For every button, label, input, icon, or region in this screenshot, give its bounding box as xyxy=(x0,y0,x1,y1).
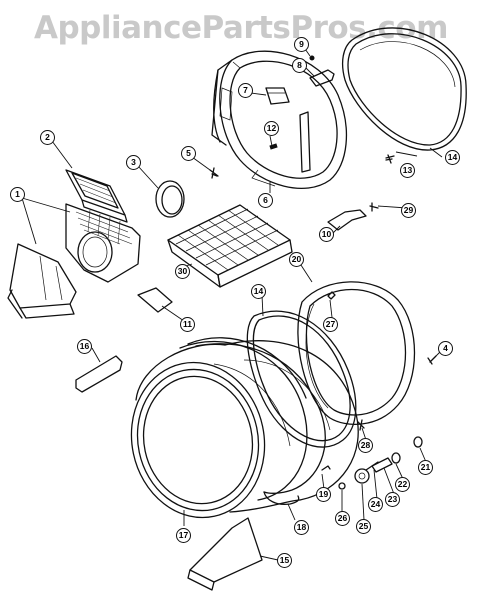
callout-27: 27 xyxy=(323,317,338,332)
part-7-bracket xyxy=(265,87,290,105)
callout-20: 20 xyxy=(289,252,304,267)
part-28-clip xyxy=(357,419,365,431)
callout-3: 3 xyxy=(126,155,141,170)
part-3-duct-ring xyxy=(155,180,185,218)
callout-14-top: 14 xyxy=(445,150,460,165)
callout-5: 5 xyxy=(181,146,196,161)
part-27-clip xyxy=(327,291,336,300)
part-16-glide xyxy=(75,355,123,393)
part-2-lint-filter xyxy=(65,169,128,223)
callout-8: 8 xyxy=(292,58,307,73)
callout-23: 23 xyxy=(385,492,400,507)
callout-1: 1 xyxy=(10,187,25,202)
callout-28: 28 xyxy=(358,438,373,453)
part-9-screw xyxy=(309,55,315,61)
leader-lines xyxy=(21,45,443,561)
callout-18: 18 xyxy=(294,520,309,535)
callout-4: 4 xyxy=(438,341,453,356)
part-12-screw xyxy=(269,143,278,150)
part-13-screw xyxy=(385,154,395,164)
callout-2: 2 xyxy=(40,130,55,145)
part-18-drive-belt xyxy=(195,343,326,506)
callout-12: 12 xyxy=(264,121,279,136)
part-1-blower-housing xyxy=(7,203,141,319)
part-26-washer xyxy=(338,482,346,490)
part-10-bracket xyxy=(327,209,367,231)
callout-25: 25 xyxy=(356,519,371,534)
callout-10: 10 xyxy=(319,227,334,242)
part-5-screw xyxy=(209,167,219,179)
part-25-roller xyxy=(354,468,370,484)
callout-13: 13 xyxy=(400,163,415,178)
part-8-bracket xyxy=(309,69,335,87)
callout-19: 19 xyxy=(316,487,331,502)
callout-14-drum-seal: 14 xyxy=(251,284,266,299)
callout-29: 29 xyxy=(401,203,416,218)
part-17-drum xyxy=(130,337,359,519)
part-15-toe-panel xyxy=(187,517,263,591)
part-19-clip xyxy=(321,465,331,471)
callout-15: 15 xyxy=(277,553,292,568)
callout-7: 7 xyxy=(238,83,253,98)
part-29-screw xyxy=(369,202,379,212)
part-30-drying-rack xyxy=(167,204,293,288)
callout-30: 30 xyxy=(175,264,190,279)
part-14-drum-seal xyxy=(246,310,357,448)
callout-9: 9 xyxy=(294,37,309,52)
part-14-ring-seal-top xyxy=(341,27,467,151)
part-22-washer xyxy=(391,452,401,464)
callout-6: 6 xyxy=(258,193,273,208)
callout-16: 16 xyxy=(77,339,92,354)
callout-26: 26 xyxy=(335,511,350,526)
callout-24: 24 xyxy=(368,497,383,512)
callout-21: 21 xyxy=(418,460,433,475)
part-11-bracket xyxy=(137,287,173,313)
watermark: AppliancePartsPros.com xyxy=(34,10,448,46)
callout-17: 17 xyxy=(176,528,191,543)
callout-22: 22 xyxy=(395,477,410,492)
part-23-axle xyxy=(371,457,393,473)
part-6-rear-bulkhead xyxy=(211,50,348,189)
part-21-ring xyxy=(413,436,423,448)
callout-11: 11 xyxy=(180,317,195,332)
